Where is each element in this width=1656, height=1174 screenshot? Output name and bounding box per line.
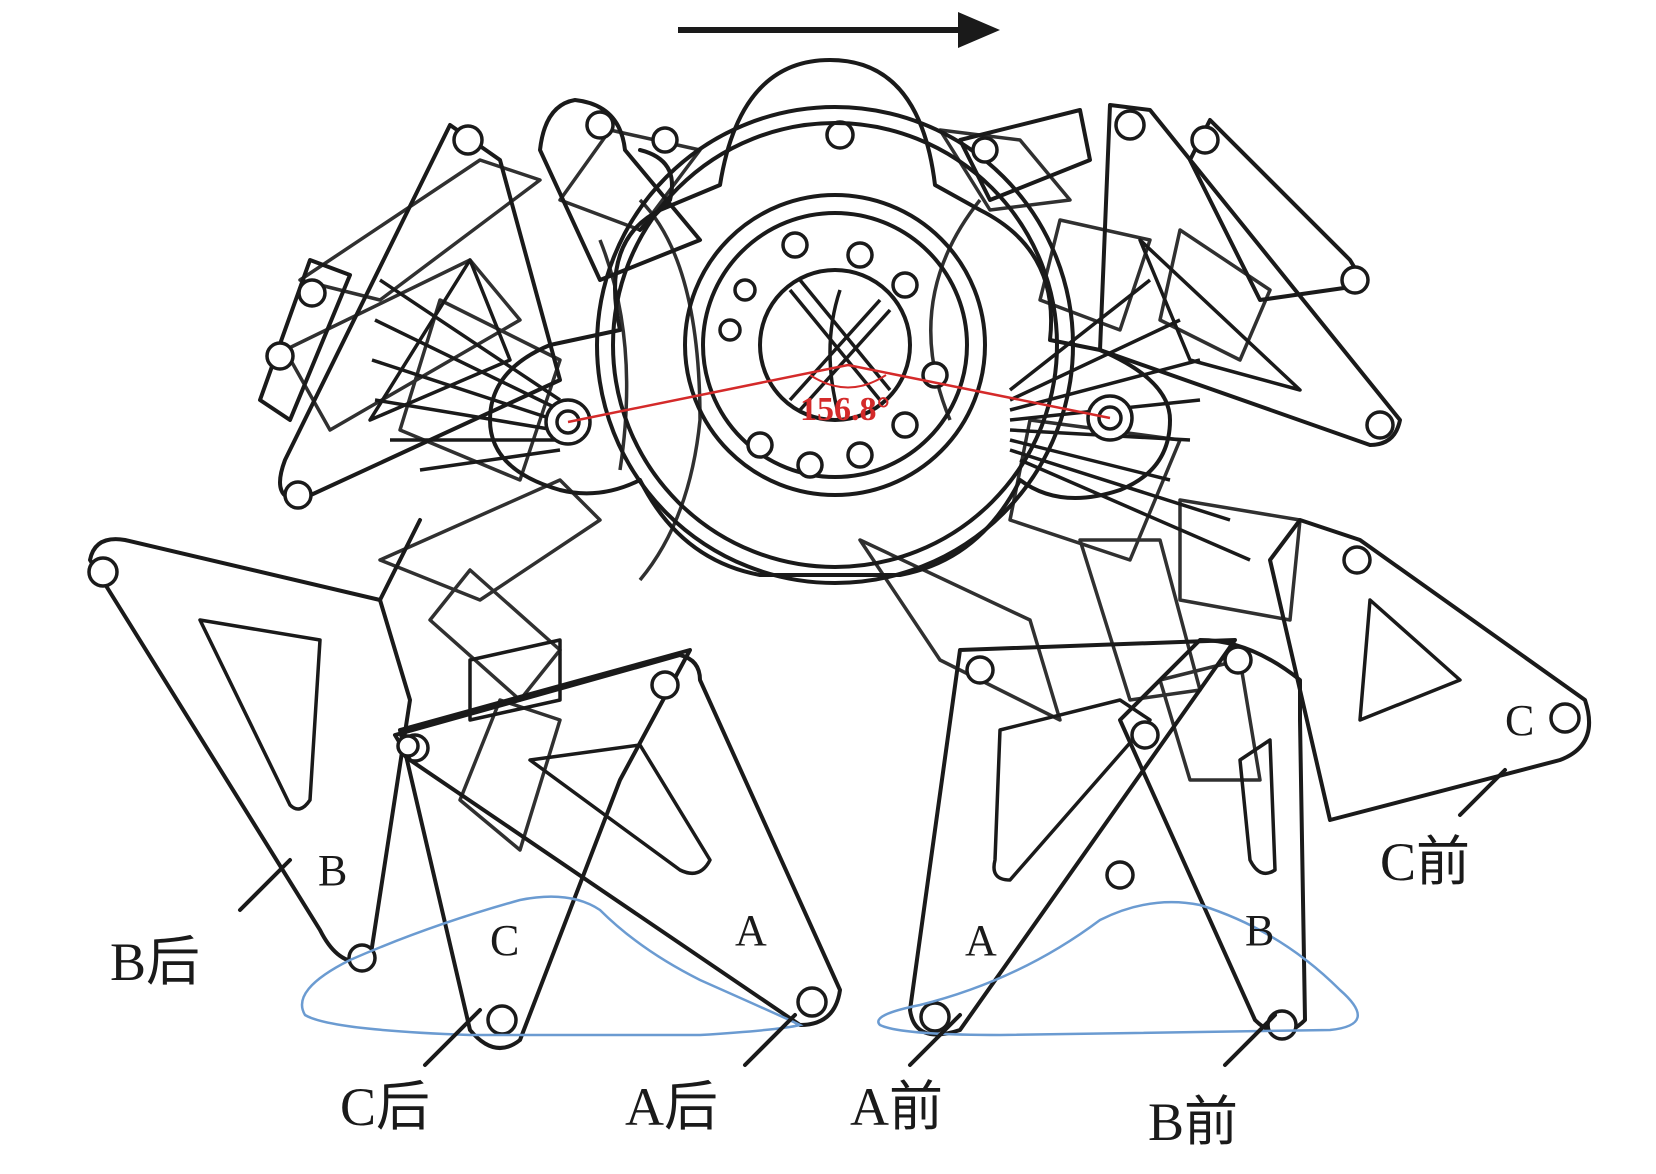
leg-letter-B-rear: B [318,846,347,895]
leg-C-front [1105,518,1592,890]
phase-angle-annotation: 156.8° [567,363,1111,428]
crank-fan-right [1008,278,1251,562]
central-frame [488,58,1172,585]
leg-B-front [1118,638,1307,1041]
leg-letter-C-rear: C [490,916,519,965]
left-upper-links [258,98,702,510]
callout-C-front: C前 [1380,832,1470,892]
leg-A-rear [393,653,842,1027]
callout-A-front: A前 [850,1077,943,1137]
callout-C-rear: C后 [340,1077,430,1137]
leg-A-front [908,638,1237,1037]
leg-letter-A-rear: A [735,906,767,955]
front-foot-trajectory [877,900,1359,1037]
leg-B-rear [87,518,422,973]
hub-outer-ring [595,105,1075,585]
leg-letter-C-front: C [1505,696,1534,745]
direction-arrow [678,12,1000,48]
callout-B-rear: B后 [110,932,200,992]
foot-trajectories [300,895,1359,1037]
callout-B-front: B前 [1148,1092,1238,1152]
crank-fan-left [371,278,561,472]
callout-A-rear: A后 [625,1077,718,1137]
frame-top-pivot [825,120,855,150]
right-upper-links [958,103,1402,447]
leg-letter-B-front: B [1245,906,1274,955]
rear-foot-trajectory [300,895,804,1037]
leg-letter-A-front: A [965,916,997,965]
phase-angle-label: 156.8° [800,391,890,428]
hub-inner-ring [758,268,912,422]
hub-mid-ring [683,193,987,497]
hub-bolt-holes [718,231,949,479]
callout-leaders [238,768,1507,1067]
